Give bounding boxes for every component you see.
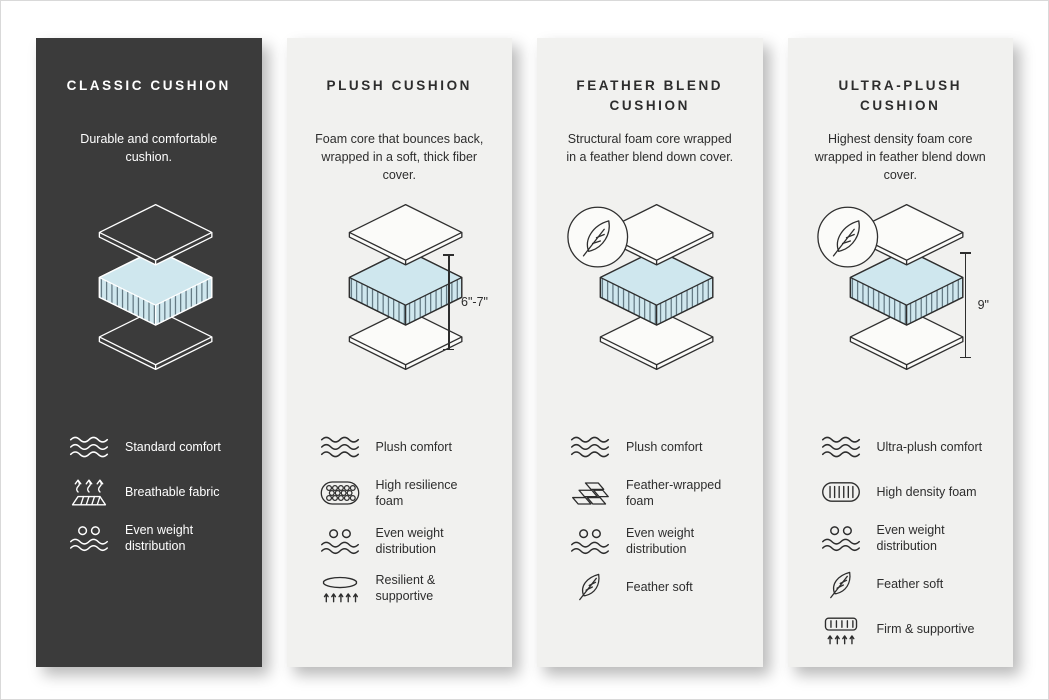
density-foam-icon	[818, 477, 864, 507]
even-weight-icon	[317, 526, 363, 556]
feature-item: Even weight distribution	[66, 522, 236, 555]
column-title: CLASSIC CUSHION	[66, 78, 231, 93]
feature-label: Feather soft	[626, 579, 693, 594]
feature-list: Plush comfort Feather-wrapped foam Even …	[563, 432, 737, 602]
feature-label: Breathable fabric	[125, 484, 220, 499]
springs-icon	[317, 573, 363, 603]
waves-icon	[66, 432, 112, 462]
feature-list: Ultra-plush comfort High density foam Ev…	[814, 432, 988, 645]
feature-list: Plush comfort High resilience foam Even …	[313, 432, 487, 605]
dimension-line-icon	[959, 252, 971, 358]
feature-item: Standard comfort	[66, 432, 236, 462]
height-label: 9"	[977, 298, 989, 312]
column-description: Durable and comfortable cushion.	[80, 132, 218, 165]
feature-label: Resilient & supportive	[375, 573, 436, 604]
feature-label: Even weight distribution	[125, 523, 194, 554]
feature-item: Feather soft	[818, 570, 988, 600]
height-dimension: 6"-7"	[443, 254, 488, 350]
feature-item: Breathable fabric	[66, 477, 236, 507]
breathable-icon	[66, 477, 112, 507]
layered-cushion-graphic	[567, 203, 714, 371]
feature-label: Ultra-plush comfort	[876, 439, 983, 454]
feature-label: Plush comfort	[626, 439, 703, 454]
foam-bubbles-icon	[317, 478, 363, 508]
feature-list: Standard comfort Breathable fabric Even …	[62, 432, 236, 555]
column-description: Foam core that bounces back, wrapped in …	[315, 132, 484, 183]
feature-label: High resilience foam	[375, 478, 458, 509]
cushion-diagram	[62, 202, 236, 416]
column-title: FEATHER BLEND CUSHION	[576, 78, 724, 114]
feature-label: Feather-wrapped foam	[626, 478, 722, 509]
column-title: ULTRA-PLUSH CUSHION	[838, 78, 963, 114]
column-description: Structural foam core wrapped in a feathe…	[566, 132, 734, 165]
feather-badge-icon	[567, 206, 628, 268]
waves-icon	[567, 432, 613, 462]
column-ultra-plush-cushion: ULTRA-PLUSH CUSHION Highest density foam…	[787, 38, 1013, 667]
column-classic-cushion: CLASSIC CUSHION Durable and comfortable …	[36, 38, 262, 667]
feature-label: Even weight distribution	[626, 525, 695, 556]
even-weight-icon	[66, 523, 112, 553]
height-label: 6"-7"	[461, 295, 488, 309]
feature-item: High density foam	[818, 477, 988, 507]
cushion-diagram: 6"-7"	[313, 202, 488, 416]
even-weight-icon	[818, 523, 864, 553]
column-description: Highest density foam core wrapped in fea…	[814, 132, 986, 183]
feature-item: Firm & supportive	[818, 615, 988, 645]
dimension-line-icon	[443, 254, 455, 350]
feature-item: High resilience foam	[317, 477, 487, 510]
column-feather-blend-cushion: FEATHER BLEND CUSHION Structural foam co…	[537, 38, 763, 667]
height-dimension: 9"	[959, 252, 989, 358]
cushion-diagram	[563, 202, 737, 416]
feature-item: Plush comfort	[317, 432, 487, 462]
feature-item: Feather-wrapped foam	[567, 477, 737, 510]
waves-icon	[818, 432, 864, 462]
feather-badge-icon	[817, 206, 879, 268]
feature-label: Even weight distribution	[876, 523, 945, 554]
feature-item: Even weight distribution	[567, 525, 737, 558]
layered-cushion-graphic	[98, 203, 213, 371]
feature-item: Even weight distribution	[818, 522, 988, 555]
feature-item: Resilient & supportive	[317, 572, 487, 605]
column-plush-cushion: PLUSH CUSHION Foam core that bounces bac…	[286, 38, 512, 667]
foam-bricks-icon	[567, 478, 613, 508]
feature-item: Ultra-plush comfort	[818, 432, 988, 462]
firm-supportive-icon	[818, 615, 864, 645]
feature-item: Feather soft	[567, 572, 737, 602]
even-weight-icon	[567, 526, 613, 556]
feature-label: Feather soft	[876, 577, 944, 592]
feature-label: Even weight distribution	[375, 525, 444, 556]
feature-label: High density foam	[876, 484, 977, 499]
feature-label: Standard comfort	[125, 439, 221, 454]
feature-item: Even weight distribution	[317, 525, 487, 558]
feature-label: Firm & supportive	[876, 622, 975, 637]
column-title: PLUSH CUSHION	[326, 78, 473, 93]
cushion-diagram: 9"	[814, 202, 989, 416]
feather-icon	[567, 572, 613, 602]
feather-icon	[818, 570, 864, 600]
feature-label: Plush comfort	[375, 439, 452, 454]
feature-item: Plush comfort	[567, 432, 737, 462]
waves-icon	[317, 432, 363, 462]
